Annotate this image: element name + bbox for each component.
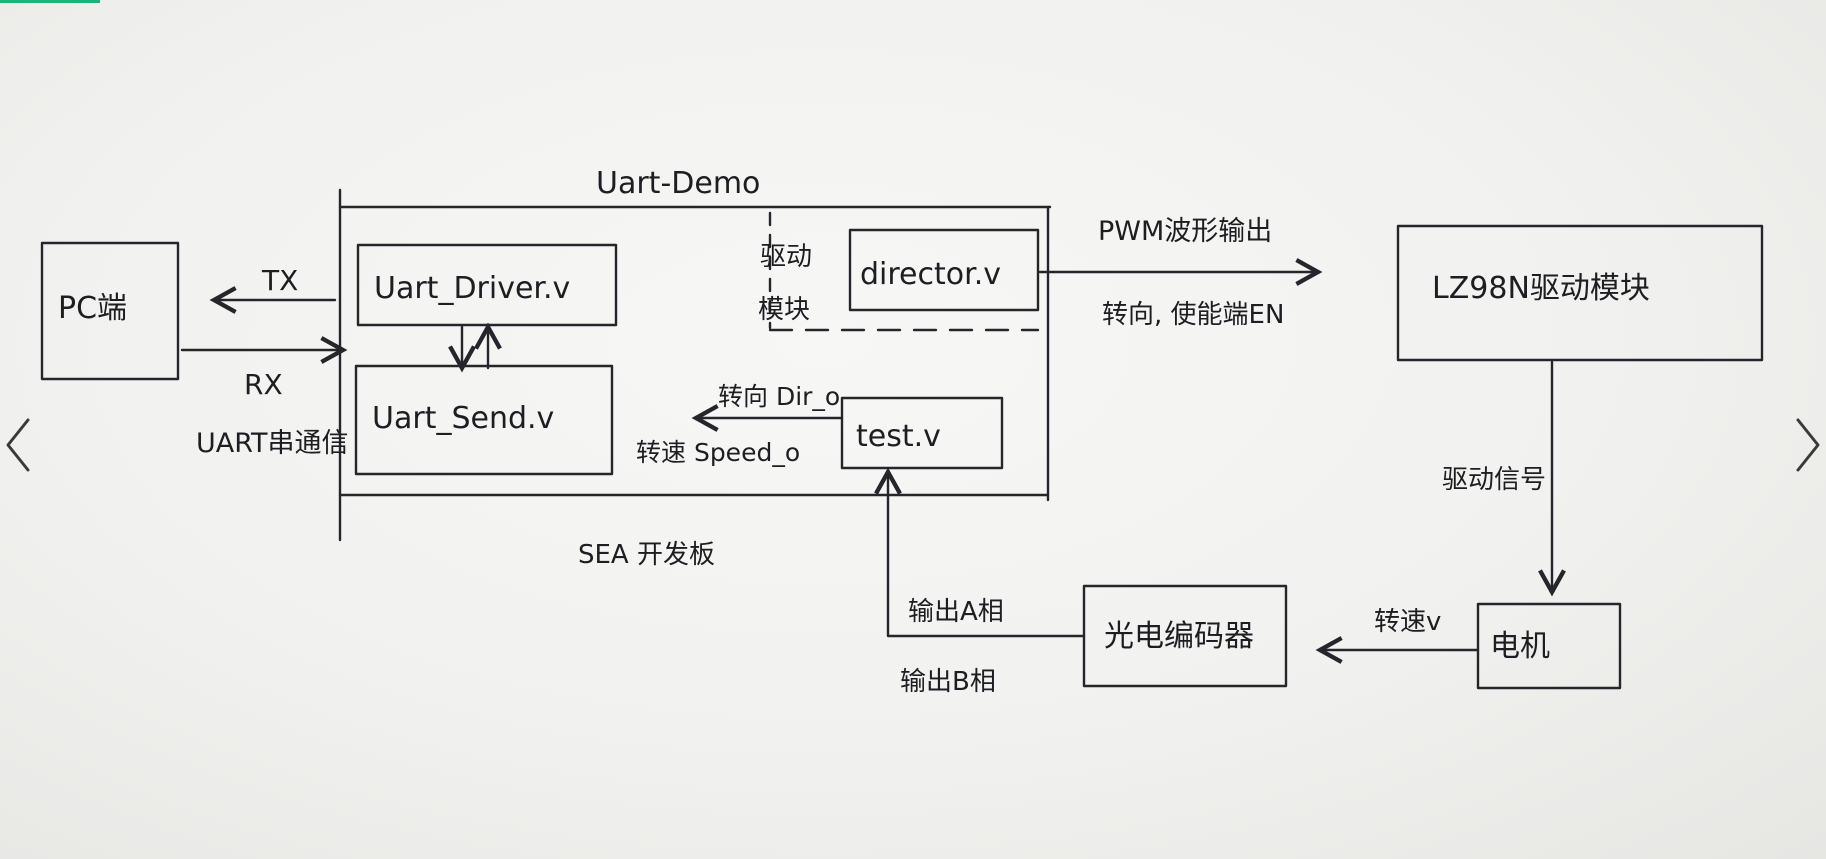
drive-module-label-line2: 模块 <box>758 295 810 325</box>
drive-signal-label: 驱动信号 <box>1442 465 1546 495</box>
motor-label: 电机 <box>1490 629 1550 664</box>
accent-bar <box>0 0 100 3</box>
lz98n-label: LZ98N驱动模块 <box>1432 271 1650 306</box>
uart-driver-label: Uart_Driver.v <box>374 271 570 306</box>
next-image-button[interactable] <box>1786 410 1826 480</box>
feedback-arrow <box>874 467 1086 638</box>
phase-a-label: 输出A相 <box>908 597 1004 627</box>
lz98n-box <box>1396 224 1764 362</box>
dir-en-label: 转向, 使能端EN <box>1102 300 1284 330</box>
drive-module-label-line1: 驱动 <box>760 242 812 272</box>
motor-box <box>1476 602 1622 690</box>
board-title: Uart-Demo <box>596 166 760 201</box>
test-box <box>840 396 1004 470</box>
rx-label: RX <box>244 368 283 401</box>
uart-send-box <box>354 364 614 476</box>
uart-send-label: Uart_Send.v <box>372 401 554 436</box>
sea-board-frame <box>338 188 1052 542</box>
chevron-left-icon <box>6 418 30 472</box>
board-caption: SEA 开发板 <box>578 540 715 570</box>
chevron-right-icon <box>1796 418 1820 472</box>
director-box <box>848 228 1040 312</box>
test-label: test.v <box>856 419 941 454</box>
encoder-label: 光电编码器 <box>1104 619 1254 654</box>
pwm-label: PWM波形输出 <box>1098 216 1272 247</box>
previous-image-button[interactable] <box>0 410 40 480</box>
director-label: director.v <box>860 257 1001 292</box>
pc-box <box>40 241 180 381</box>
speed-signal-label: 转速 Speed_o <box>636 438 800 467</box>
phase-b-label: 输出B相 <box>900 667 996 697</box>
drive-module-region <box>768 211 1040 332</box>
pc-label: PC端 <box>58 291 127 326</box>
speed-v-label: 转速v <box>1374 607 1441 637</box>
dir-signal-label: 转向 Dir_o <box>718 382 840 411</box>
tx-label: TX <box>261 264 298 297</box>
uart-link-label: UART串通信 <box>196 428 349 459</box>
